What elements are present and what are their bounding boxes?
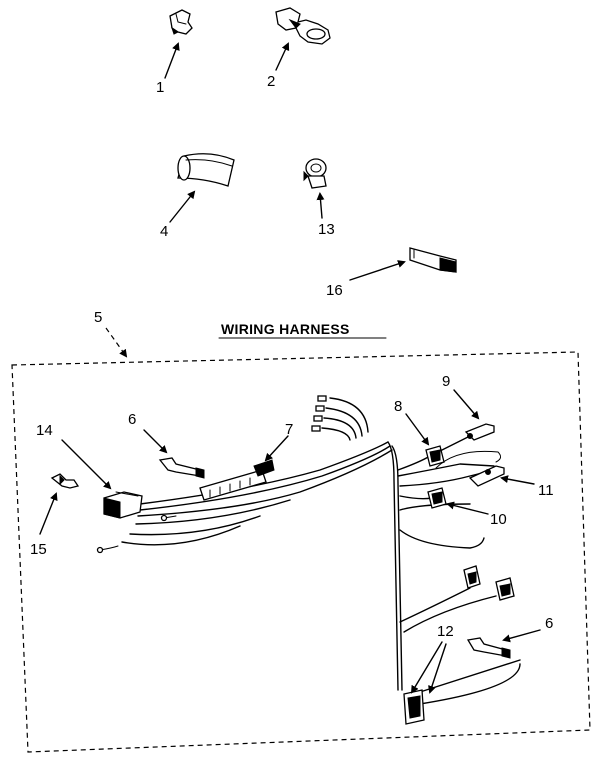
callout-10: 10 (490, 511, 507, 528)
leader-9 (453, 389, 480, 420)
leader-12b (428, 643, 447, 694)
leader-5 (105, 327, 128, 358)
part-1-clip (169, 9, 193, 35)
callout-5: 5 (94, 309, 102, 326)
part-15-terminal (50, 473, 80, 489)
part-7-insulator (199, 459, 275, 501)
part-13-ring-clip (303, 158, 327, 189)
part-2-clamp (275, 7, 331, 45)
leader-13 (316, 192, 325, 219)
callout-2: 2 (267, 73, 275, 90)
leader-1 (164, 42, 180, 79)
part-14-connector-block (103, 491, 143, 519)
leader-16 (349, 260, 406, 281)
leader-2 (275, 42, 290, 71)
leader-11 (500, 475, 535, 485)
part-10-connector (427, 487, 447, 509)
leader-7 (264, 435, 289, 462)
part-11-terminal (468, 465, 505, 487)
part-9-terminal (464, 423, 495, 441)
part-4-sleeve (177, 153, 235, 187)
leader-6a (143, 429, 168, 454)
part-6-terminal-upper (158, 457, 205, 479)
leader-10 (446, 501, 489, 515)
callout-11: 11 (538, 482, 554, 499)
callout-13: 13 (318, 221, 335, 238)
leader-14 (61, 439, 112, 490)
part-6-terminal-lower (466, 637, 511, 659)
callout-4: 4 (160, 223, 168, 240)
callout-8: 8 (394, 398, 402, 415)
callout-1: 1 (156, 79, 164, 96)
callout-16: 16 (326, 282, 343, 299)
callout-9: 9 (442, 373, 450, 390)
wire-harness (96, 395, 521, 705)
leader-8 (405, 413, 430, 446)
leader-6b (502, 629, 541, 643)
callout-15: 15 (30, 541, 47, 558)
part-8-connector (425, 445, 445, 467)
leader-12a (410, 641, 443, 694)
callout-6a: 6 (128, 411, 136, 428)
callout-7: 7 (285, 421, 293, 438)
callout-12: 12 (437, 623, 454, 640)
part-16-connector (409, 247, 457, 273)
leader-15 (39, 492, 58, 535)
loop-connectors (463, 565, 515, 601)
diagram-title: WIRING HARNESS (221, 321, 350, 337)
callout-6b: 6 (545, 615, 553, 632)
callout-14: 14 (36, 422, 53, 439)
part-12-terminal-block (403, 689, 425, 725)
leader-4 (169, 190, 196, 223)
